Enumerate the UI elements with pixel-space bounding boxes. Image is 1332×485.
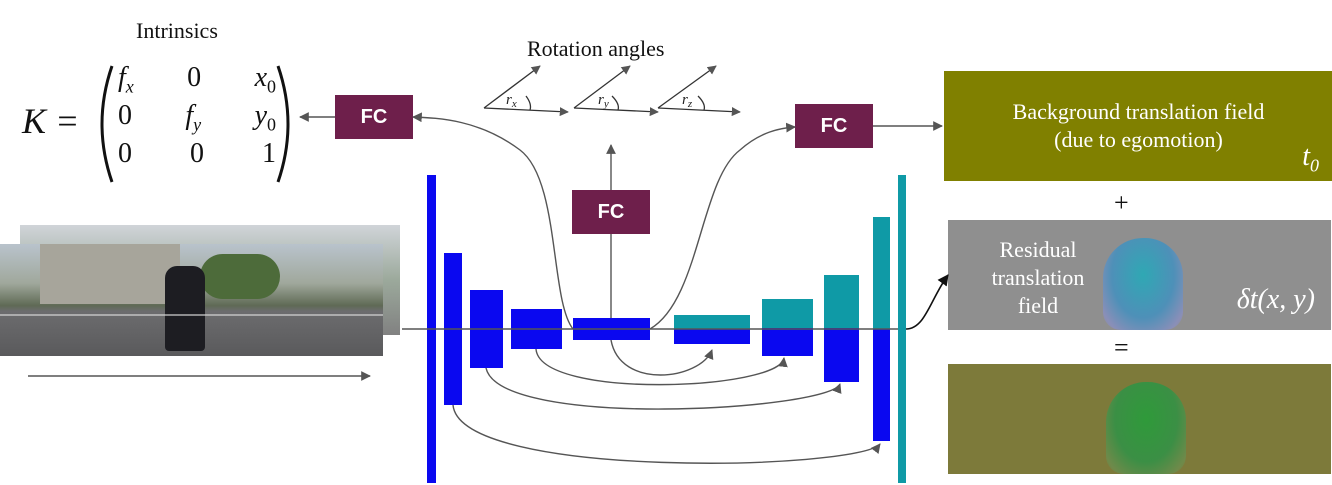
curve-bottleneck-to-fc-translation (649, 122, 796, 330)
matrix-x0: x0 (254, 62, 276, 97)
decoder-block-1-teal (674, 315, 750, 329)
residual-blob (1103, 238, 1183, 330)
matrix-2-0: 0 (118, 138, 132, 169)
fc-rotation: FC (572, 190, 650, 234)
skip-3 (610, 339, 714, 376)
building (40, 244, 180, 304)
plus-sign: + (1114, 188, 1129, 217)
decoder-block-3-blue (824, 328, 859, 382)
equals-sign: = (1114, 333, 1129, 362)
tree (200, 254, 280, 299)
t0-symbol: t0 (1302, 141, 1319, 176)
rotation-title: Rotation angles (527, 36, 665, 61)
svg-text:rz: rz (682, 92, 693, 110)
curve-bottleneck-to-fc-intrinsics (412, 112, 574, 330)
decoder-block-3-teal (824, 275, 859, 328)
svg-text:ry: ry (598, 92, 609, 110)
rotation-angle-glyphs (483, 65, 741, 117)
road-marking (0, 314, 383, 316)
background-field-box: Background translation field (due to ego… (944, 71, 1332, 181)
svg-text:rx: rx (506, 92, 517, 110)
residual-label: Residual translation field (958, 236, 1118, 320)
intrinsics-matrix: fx 0 x0 0 fy y0 0 0 1 (118, 62, 276, 176)
arrow-output-to-residual (905, 274, 949, 330)
decoder-block-4-blue (873, 329, 890, 441)
matrix-fy: fy (185, 100, 202, 135)
fc-intrinsics: FC (335, 95, 413, 139)
matrix-0-1: 0 (187, 62, 202, 93)
skip-1 (485, 367, 842, 410)
matrix-fx: fx (118, 62, 134, 97)
total-field-box (948, 364, 1331, 474)
background-field-line1: Background translation field (1012, 99, 1265, 124)
matrix-2-2: 1 (262, 138, 276, 169)
output-bar (898, 175, 906, 483)
fc-translation: FC (795, 104, 873, 148)
decoder-block-2-blue (762, 328, 813, 356)
residual-line3: field (1017, 293, 1059, 318)
total-blob (1106, 382, 1186, 474)
matrix-2-1: 0 (190, 138, 204, 169)
intrinsics-lhs: K = (22, 101, 80, 141)
skip-0 (452, 404, 881, 464)
matrix-y0: y0 (254, 100, 276, 135)
decoder-block-4-teal (873, 217, 890, 329)
matrix-1-0: 0 (118, 100, 132, 131)
residual-formula: δt(x, y) (1236, 284, 1315, 315)
input-image (0, 244, 383, 356)
motorcyclist (165, 266, 205, 351)
residual-field-box: Residual translation field δt(x, y) (948, 220, 1331, 330)
residual-line1: Residual (999, 237, 1077, 262)
decoder-block-2-teal (762, 299, 813, 328)
skip-2 (535, 348, 788, 386)
residual-line2: translation (991, 265, 1085, 290)
background-field-line2: (due to egomotion) (1054, 127, 1223, 152)
rotation-angle-labels: rx ry rz (506, 92, 693, 110)
decoder-block-1-blue (674, 329, 750, 344)
intrinsics-title: Intrinsics (136, 18, 218, 43)
